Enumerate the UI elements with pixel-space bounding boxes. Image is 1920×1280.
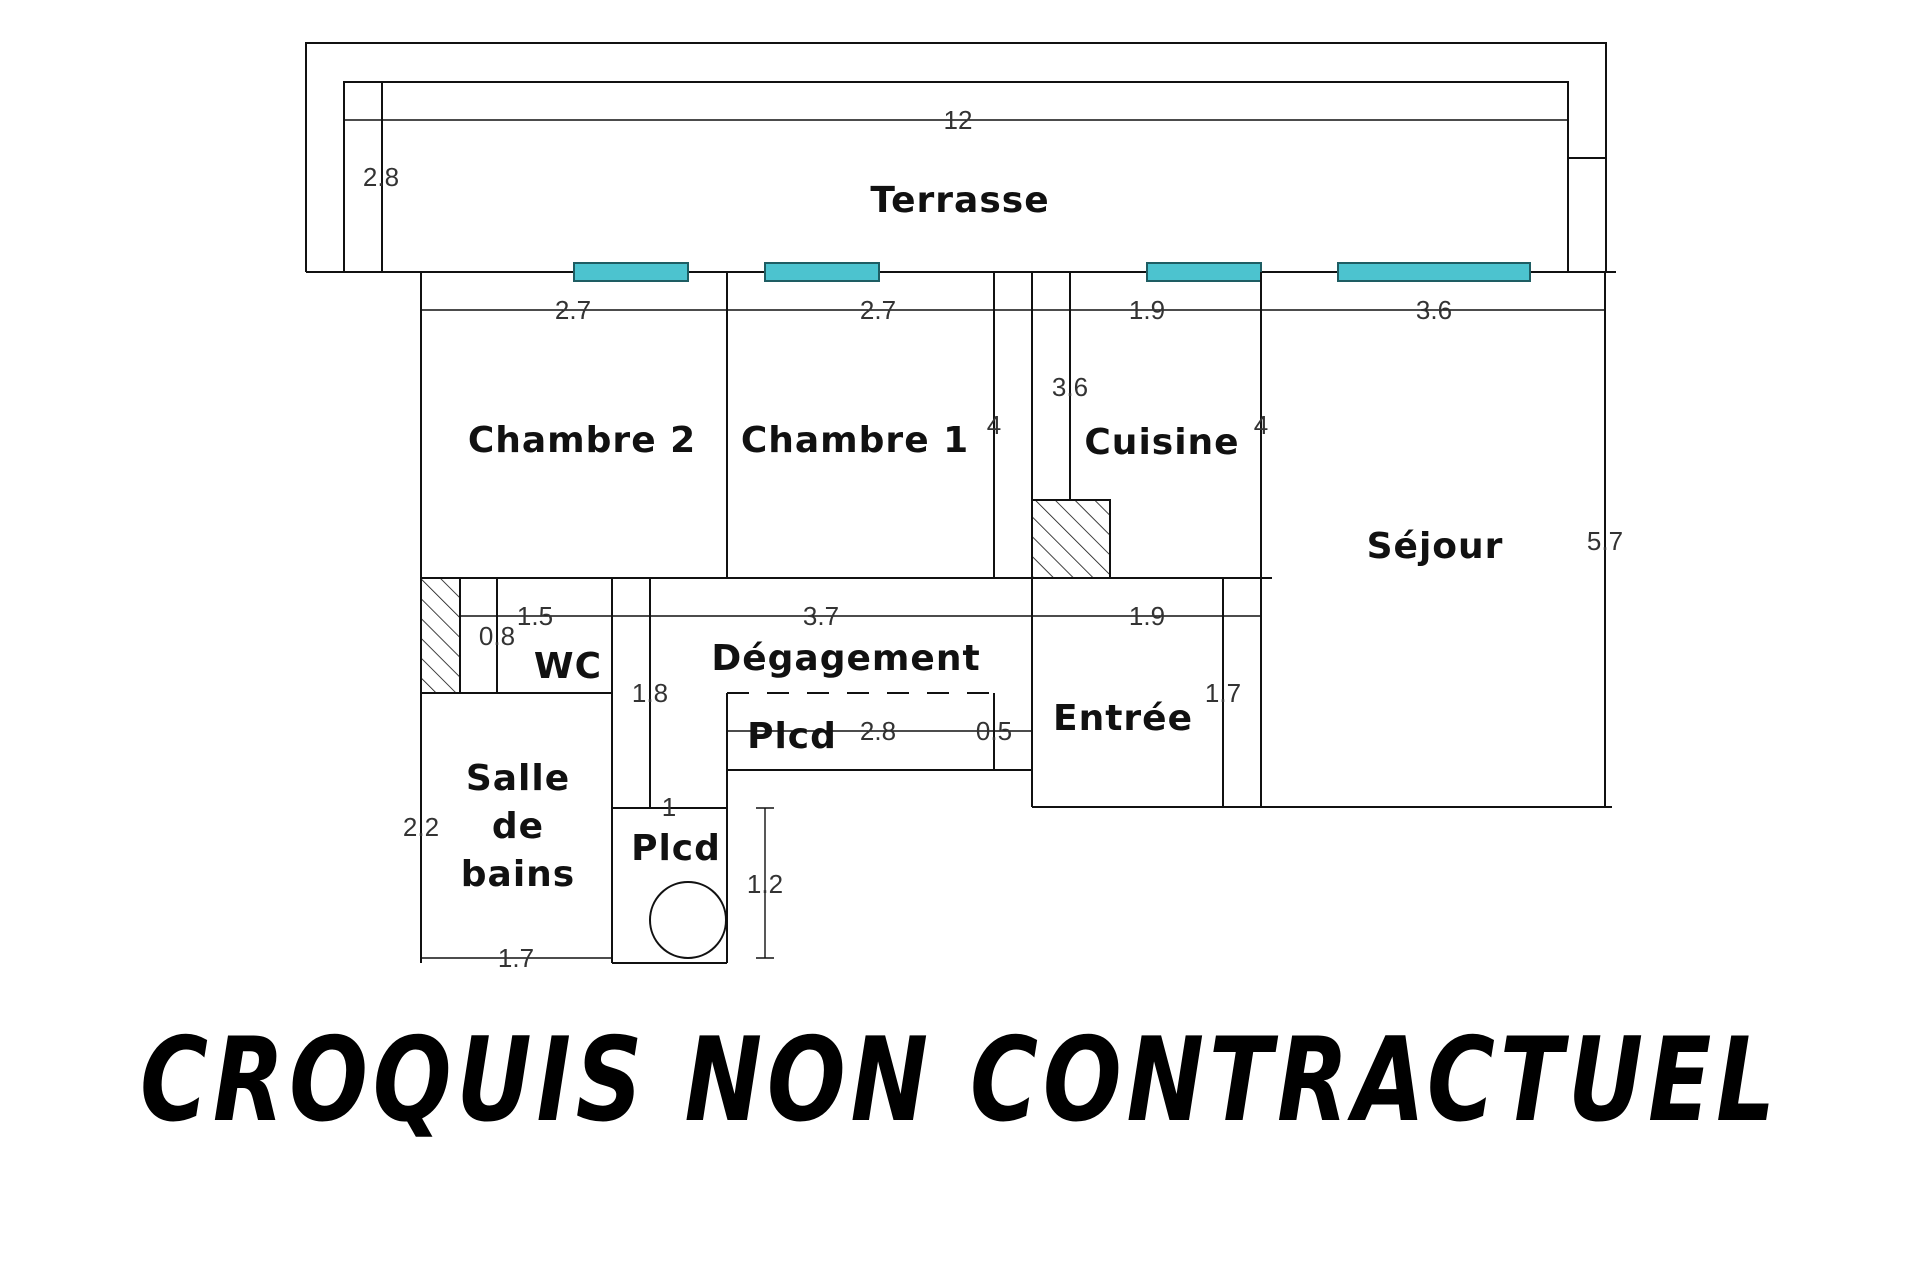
water-heater-icon bbox=[649, 881, 727, 959]
dimension-label: 3.7 bbox=[803, 601, 839, 631]
dimension-labels: 12 2.8 2.7 2.7 1.9 3.6 3.6 4 4 5.7 1.5 0… bbox=[363, 105, 1623, 973]
room-label-cuisine: Cuisine bbox=[1084, 422, 1239, 463]
dimension-label: 4 bbox=[987, 410, 1001, 440]
disclaimer-text: CROQUIS NON CONTRACTUEL bbox=[140, 1013, 1780, 1148]
window bbox=[1337, 262, 1531, 282]
dimension-label: 1.7 bbox=[498, 943, 534, 973]
room-label-salle-de-bains-2: de bbox=[492, 806, 544, 847]
dimension-label: 2.2 bbox=[403, 812, 439, 842]
interior-walls bbox=[420, 272, 1612, 964]
dimension-label: 2.7 bbox=[555, 295, 591, 325]
dimension-label: 1.9 bbox=[1129, 295, 1165, 325]
dimension-label: 2.8 bbox=[860, 716, 896, 746]
room-label-placard: Plcd bbox=[747, 716, 837, 757]
room-labels: Terrasse Chambre 2 Chambre 1 Cuisine Séj… bbox=[461, 180, 1504, 895]
room-label-chambre-2: Chambre 2 bbox=[468, 420, 696, 461]
room-label-salle-de-bains-1: Salle bbox=[466, 758, 570, 799]
room-label-chambre-1: Chambre 1 bbox=[741, 420, 969, 461]
dimension-label: 12 bbox=[944, 105, 973, 135]
duct-hatched bbox=[420, 577, 461, 694]
dimension-label: 5.7 bbox=[1587, 526, 1623, 556]
windows bbox=[573, 262, 1531, 282]
dimension-label: 1.9 bbox=[1129, 601, 1165, 631]
room-label-terrasse: Terrasse bbox=[870, 180, 1049, 221]
dimension-label: 0.8 bbox=[479, 621, 515, 651]
room-label-placard-2: Plcd bbox=[631, 828, 721, 869]
duct-hatched bbox=[1031, 499, 1111, 579]
window bbox=[1146, 262, 1262, 282]
dimension-label: 2.8 bbox=[363, 162, 399, 192]
dimension-label: 1.8 bbox=[632, 678, 668, 708]
dimension-label: 2.7 bbox=[860, 295, 896, 325]
room-label-degagement: Dégagement bbox=[711, 638, 980, 679]
dimension-label: 1.2 bbox=[747, 869, 783, 899]
room-label-salle-de-bains-3: bains bbox=[461, 854, 575, 895]
dimension-label: 1.7 bbox=[1205, 678, 1241, 708]
dimension-label: 3.6 bbox=[1052, 372, 1088, 402]
dimension-label: 1 bbox=[662, 792, 676, 822]
dimension-label: 1.5 bbox=[517, 601, 553, 631]
window bbox=[573, 262, 689, 282]
room-label-wc: WC bbox=[534, 646, 602, 687]
dimension-label: 0.5 bbox=[976, 716, 1012, 746]
dimension-label: 3.6 bbox=[1416, 295, 1452, 325]
dimension-label: 4 bbox=[1254, 410, 1268, 440]
room-label-sejour: Séjour bbox=[1367, 526, 1504, 567]
window bbox=[764, 262, 880, 282]
dimension-lines bbox=[344, 119, 1605, 959]
room-label-entree: Entrée bbox=[1053, 698, 1193, 739]
